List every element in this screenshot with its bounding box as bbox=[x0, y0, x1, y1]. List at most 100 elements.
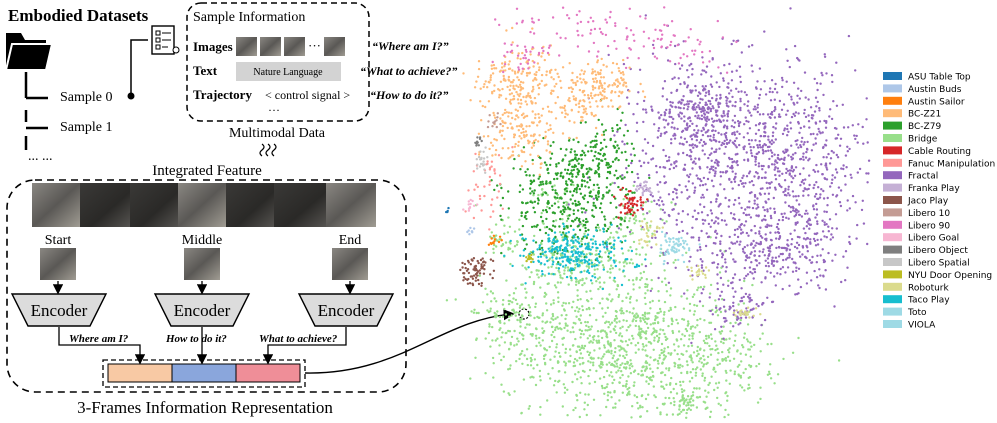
scatter-point bbox=[805, 209, 808, 212]
scatter-point bbox=[541, 248, 544, 252]
scatter-point bbox=[475, 311, 478, 315]
scatter-point bbox=[845, 166, 848, 169]
scatter-point bbox=[766, 113, 770, 116]
scatter-point bbox=[836, 156, 840, 159]
scatter-point bbox=[706, 214, 709, 217]
scatter-point bbox=[596, 105, 599, 108]
scatter-point bbox=[681, 254, 684, 257]
scatter-point bbox=[724, 408, 727, 412]
scatter-point bbox=[751, 272, 754, 275]
scatter-point bbox=[634, 351, 637, 354]
scatter-point bbox=[578, 202, 581, 206]
scatter-point bbox=[595, 196, 598, 200]
scatter-point bbox=[588, 271, 591, 275]
scatter-point bbox=[850, 176, 853, 179]
scatter-point bbox=[695, 135, 699, 138]
scatter-point bbox=[573, 364, 577, 367]
scatter-point bbox=[707, 118, 711, 121]
scatter-point bbox=[715, 232, 719, 235]
scatter-point bbox=[486, 86, 489, 89]
scatter-point bbox=[605, 163, 608, 167]
scatter-point bbox=[575, 188, 578, 191]
scatter-point bbox=[704, 103, 707, 107]
scatter-point bbox=[591, 275, 594, 278]
scatter-point bbox=[594, 242, 597, 246]
scatter-point bbox=[642, 365, 645, 368]
scatter-point bbox=[582, 223, 586, 227]
scatter-point bbox=[740, 296, 743, 300]
scatter-point bbox=[474, 279, 477, 282]
scatter-point bbox=[802, 194, 805, 197]
scatter-point bbox=[630, 159, 634, 163]
scatter-point bbox=[477, 261, 480, 265]
scatter-point bbox=[686, 69, 689, 72]
scatter-point bbox=[728, 337, 731, 340]
scatter-point bbox=[568, 97, 571, 100]
scatter-point bbox=[532, 79, 535, 82]
scatter-point bbox=[492, 210, 495, 213]
scatter-point bbox=[756, 144, 759, 147]
scatter-point bbox=[691, 122, 694, 126]
scatter-point bbox=[758, 232, 761, 235]
scatter-point bbox=[774, 284, 777, 287]
scatter-point bbox=[584, 320, 587, 324]
scatter-point bbox=[635, 252, 638, 256]
scatter-point bbox=[738, 143, 741, 147]
scatter-point bbox=[614, 91, 617, 94]
scatter-point bbox=[648, 176, 651, 180]
scatter-point bbox=[736, 365, 740, 368]
scatter-point bbox=[646, 354, 649, 358]
scatter-point bbox=[553, 355, 556, 358]
scatter-point bbox=[703, 376, 707, 380]
scatter-point bbox=[595, 246, 598, 250]
scatter-point bbox=[478, 269, 481, 272]
scatter-point bbox=[632, 184, 635, 187]
scatter-point bbox=[538, 375, 542, 378]
scatter-point bbox=[745, 213, 748, 217]
scatter-point bbox=[579, 321, 583, 325]
scatter-point bbox=[517, 102, 520, 105]
scatter-point bbox=[618, 366, 621, 370]
scatter-point bbox=[739, 179, 742, 183]
scatter-point bbox=[520, 137, 523, 140]
scatter-point bbox=[553, 335, 556, 339]
scatter-point bbox=[705, 232, 708, 235]
scatter-point bbox=[740, 287, 743, 290]
scatter-point bbox=[533, 96, 537, 100]
scatter-point bbox=[794, 195, 798, 198]
scatter-point bbox=[731, 119, 734, 122]
scatter-point bbox=[681, 129, 685, 132]
scatter-point bbox=[728, 62, 731, 66]
scatter-point bbox=[667, 281, 671, 284]
scatter-point bbox=[663, 235, 667, 238]
scatter-point bbox=[491, 90, 494, 94]
scatter-point bbox=[596, 259, 599, 262]
scatter-point bbox=[716, 363, 719, 367]
scatter-point bbox=[758, 122, 762, 125]
scatter-point bbox=[534, 383, 538, 387]
scatter-point bbox=[752, 108, 755, 111]
scatter-point bbox=[748, 293, 751, 296]
scatter-point bbox=[680, 388, 684, 391]
scatter-point bbox=[680, 371, 683, 375]
scatter-point bbox=[501, 121, 505, 124]
scatter-point bbox=[548, 151, 551, 154]
scatter-point bbox=[560, 86, 563, 90]
scatter-point bbox=[790, 158, 793, 161]
scatter-point bbox=[677, 106, 680, 109]
scatter-point bbox=[611, 61, 615, 65]
scatter-point bbox=[591, 282, 594, 285]
scatter-point bbox=[733, 131, 736, 134]
scatter-point bbox=[851, 124, 854, 127]
scatter-point bbox=[605, 65, 608, 68]
scatter-point bbox=[490, 300, 493, 303]
scatter-point bbox=[498, 238, 501, 241]
scatter-point bbox=[782, 158, 785, 161]
scatter-point bbox=[866, 181, 869, 184]
scatter-point bbox=[678, 183, 681, 187]
scatter-point bbox=[530, 17, 534, 20]
scatter-point bbox=[614, 325, 617, 328]
scatter-point bbox=[484, 80, 487, 83]
scatter-point bbox=[825, 168, 829, 171]
scatter-point bbox=[682, 344, 686, 347]
